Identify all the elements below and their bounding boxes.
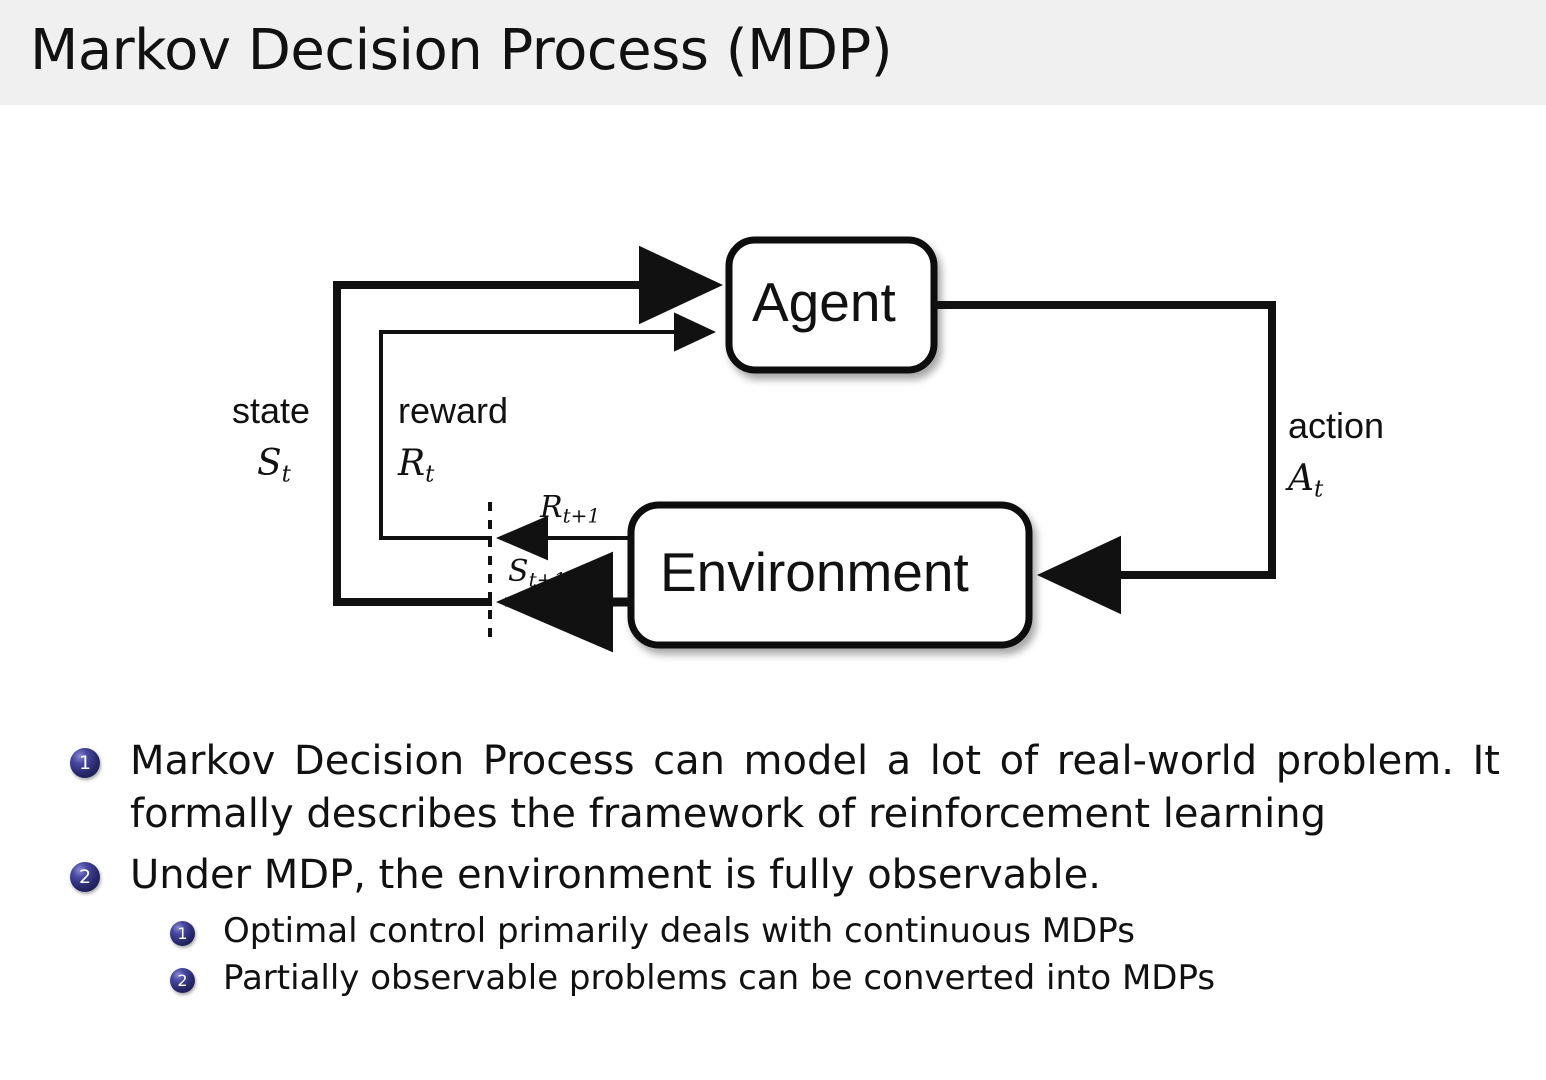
list-item: 1 Markov Decision Process can model a lo… [70, 735, 1546, 841]
state-label: state [232, 390, 311, 431]
bullet-marker-1: 1 [70, 748, 100, 778]
slide-header-bar: Markov Decision Process (MDP) [0, 0, 1546, 105]
action-symbol: At [1288, 458, 1324, 503]
next-state-symbol: St+1 [508, 554, 567, 592]
reward-label: reward [398, 390, 509, 431]
next-reward-symbol: Rt+1 [540, 490, 601, 528]
mdp-diagram: Agent Environment state St reward Rt act… [0, 150, 1546, 680]
bullet-marker-2: 2 [70, 861, 100, 892]
reward-feedback-path [379, 312, 716, 540]
sub-bullet-marker-1: 1 [170, 921, 195, 947]
environment-box [627, 501, 1033, 649]
bullet-list: 1 Markov Decision Process can model a lo… [0, 735, 1546, 1002]
sub-bullet-text-2: Partially observable problems can be con… [223, 957, 1216, 998]
environment-box-label: Environment [660, 541, 969, 603]
action-label: action [1288, 405, 1385, 446]
bullet-text-2: Under MDP, the environment is fully obse… [130, 851, 1101, 898]
agent-box-label: Agent [752, 271, 896, 333]
diagram-canvas [333, 236, 1276, 653]
list-item: 1 Optimal control primarily deals with c… [170, 909, 1546, 953]
state-symbol: St [257, 443, 291, 488]
action-path [934, 301, 1276, 615]
sub-bullet-marker-2: 2 [170, 967, 195, 993]
list-item: 2 Partially observable problems can be c… [170, 956, 1546, 1000]
sub-bullet-text-1: Optimal control primarily deals with con… [223, 911, 1135, 952]
bullet-text-1: Markov Decision Process can model a lot … [130, 738, 1500, 837]
page-title: Markov Decision Process (MDP) [30, 18, 893, 83]
list-item: 2 Under MDP, the environment is fully ob… [70, 849, 1546, 902]
reward-symbol: Rt [398, 443, 435, 488]
state-feedback-path [333, 245, 723, 606]
